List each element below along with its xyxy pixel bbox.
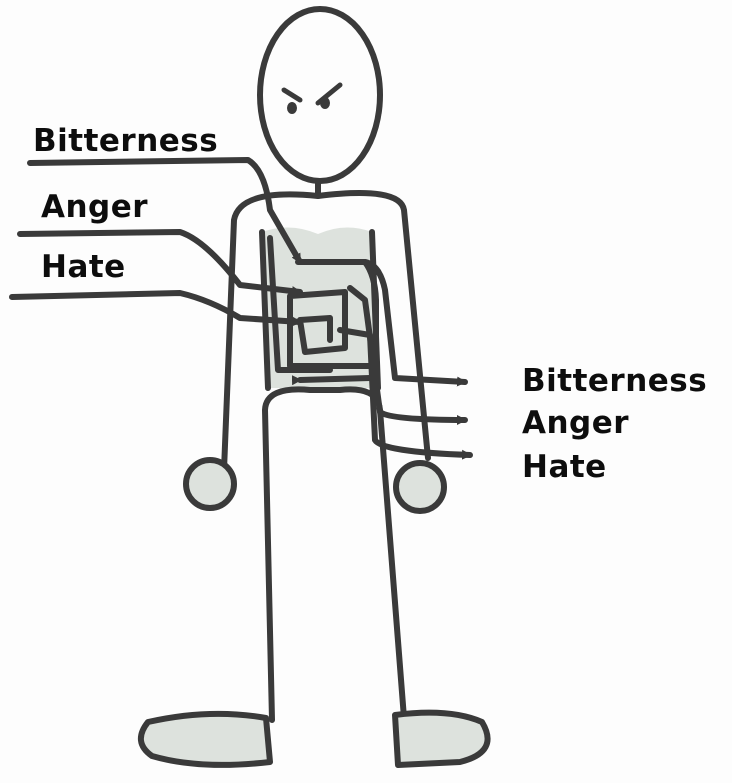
left-foot [141,714,270,765]
incoming-label-bitterness: Bitterness [33,126,218,157]
right-hand [396,463,444,511]
incoming-hate-line [12,293,300,322]
legs [265,389,404,720]
incoming-label-hate: Hate [41,252,126,283]
left-eye [287,102,297,114]
incoming-label-anger: Anger [41,192,148,223]
head [260,9,380,181]
right-foot [395,713,488,765]
outgoing-label-bitterness: Bitterness [522,366,707,397]
left-hand [186,460,234,508]
right-eye [320,97,330,109]
inner-tangle-3 [300,378,370,380]
outgoing-label-anger: Anger [522,408,629,439]
outgoing-label-hate: Hate [522,452,607,483]
